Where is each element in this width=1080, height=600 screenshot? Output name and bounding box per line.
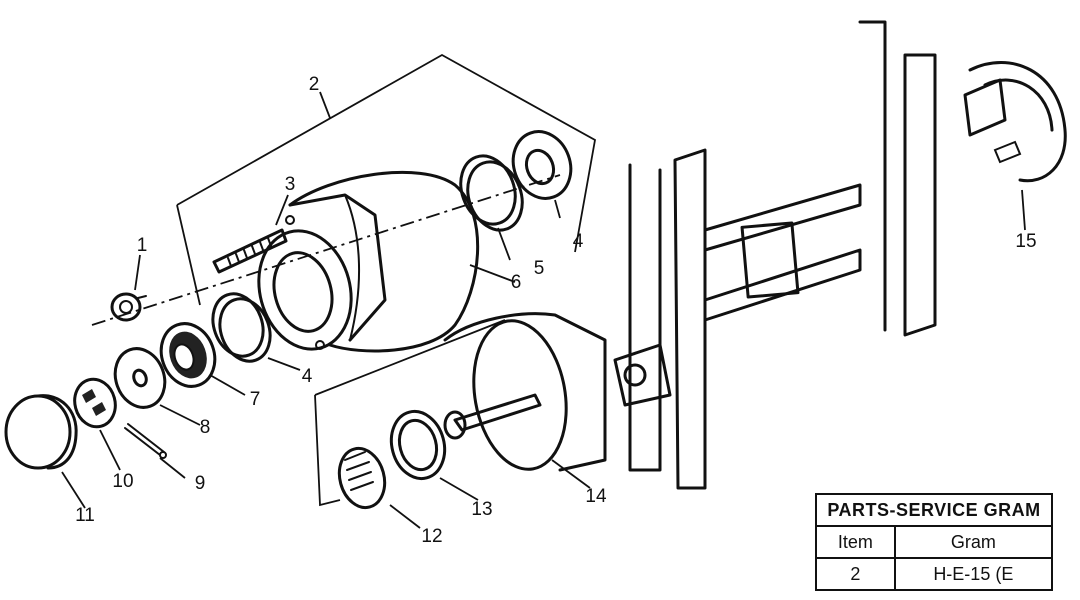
callout-labels: 1 2 3 4 5 6 4 7 8 9 10 11 12 13 14 15: [75, 74, 1036, 547]
truck-mast-frame: [613, 20, 937, 490]
part-castle-nut: [73, 377, 117, 429]
callout-5: 5: [534, 258, 545, 279]
callout-10: 10: [112, 471, 133, 492]
part-seal-lower: [211, 292, 272, 363]
callout-4-upper: 4: [573, 231, 584, 252]
part-seal-upper: [511, 130, 573, 200]
callout-3: 3: [285, 174, 296, 195]
part-hub-drum: [257, 170, 480, 353]
callout-1: 1: [137, 235, 148, 256]
assembly-2-bracket: [176, 53, 596, 306]
callout-13: 13: [471, 499, 492, 520]
table-cell-gram: H-E-15 (E: [893, 557, 1054, 591]
part-brake-shoe: [963, 61, 1067, 183]
parts-service-table: PARTS-SERVICE GRAM Item Gram 2 H-E-15 (E: [815, 493, 1054, 591]
part-stud-bolt: [212, 228, 288, 274]
callout-4-lower: 4: [302, 366, 313, 387]
callout-8: 8: [200, 417, 211, 438]
assembly-lower-bracket: [314, 319, 506, 507]
part-race-13: [389, 409, 447, 481]
part-outer-race: [459, 154, 524, 232]
part-cone-bearing: [337, 446, 387, 510]
table-title: PARTS-SERVICE GRAM: [815, 493, 1053, 527]
callout-11: 11: [75, 505, 95, 526]
part-bearing-inner: [159, 322, 217, 388]
part-washer: [113, 347, 167, 409]
callout-15: 15: [1015, 231, 1036, 252]
table-row: 2 H-E-15 (E: [815, 557, 1054, 591]
part-spindle-backing-plate: [443, 312, 607, 472]
callout-14: 14: [585, 486, 607, 507]
table-cell-item: 2: [815, 557, 896, 591]
leader-lines: [61, 189, 1026, 529]
part-dust-cap: [4, 394, 78, 470]
table-header-gram: Gram: [893, 525, 1054, 559]
callout-2: 2: [309, 74, 320, 95]
part-nut: [110, 292, 147, 322]
callout-12: 12: [421, 526, 442, 547]
callout-9: 9: [195, 473, 206, 494]
callout-7: 7: [250, 389, 261, 410]
callout-6: 6: [511, 272, 522, 293]
part-cotter-pin: [124, 423, 167, 459]
table-header-item: Item: [815, 525, 896, 559]
axis-centerline: [91, 174, 561, 326]
